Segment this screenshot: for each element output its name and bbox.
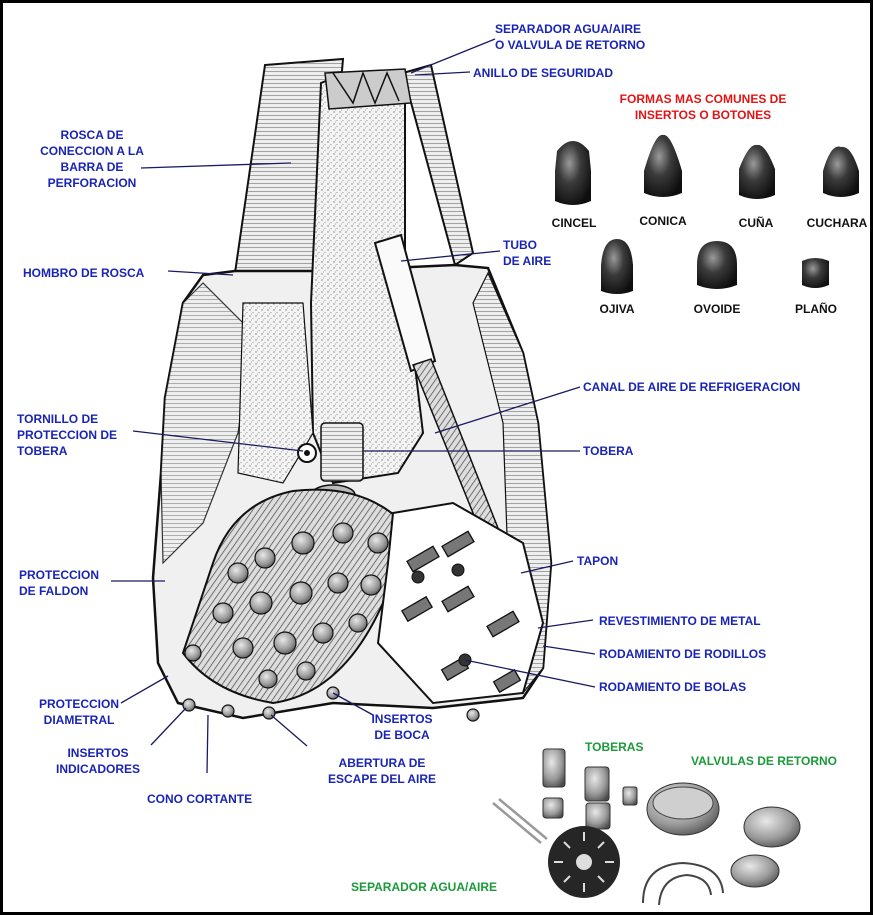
label-line: INDICADORES bbox=[43, 761, 153, 777]
diametral-label: PROTECCION DIAMETRAL bbox=[29, 696, 129, 728]
indicadores-label: INSERTOS INDICADORES bbox=[43, 745, 153, 777]
label-line: DE BOCA bbox=[357, 727, 447, 743]
label-line: PERFORACION bbox=[17, 175, 167, 191]
label-line: TUBO bbox=[503, 237, 551, 253]
tubo-label: TUBO DE AIRE bbox=[503, 237, 551, 269]
label-line: SEPARADOR AGUA/AIRE bbox=[495, 21, 645, 37]
separador-valvula-label: SEPARADOR AGUA/AIRE O VALVULA DE RETORNO bbox=[495, 21, 645, 53]
snap-rings bbox=[643, 863, 723, 905]
label-line: PROTECCION DE bbox=[17, 427, 117, 443]
revestimiento-label: REVESTIMIENTO DE METAL bbox=[599, 613, 761, 629]
boca-label: INSERTOS DE BOCA bbox=[357, 711, 447, 743]
tobera-label: TOBERA bbox=[583, 443, 633, 459]
rodillos-label: RODAMIENTO DE RODILLOS bbox=[599, 646, 766, 662]
valvulas-label: VALVULAS DE RETORNO bbox=[691, 753, 837, 769]
cono-label: CONO CORTANTE bbox=[147, 791, 252, 807]
insert-shape-label: CINCEL bbox=[541, 215, 607, 231]
insert-shape-label: CUÑA bbox=[723, 215, 789, 231]
faldon-label: PROTECCION DE FALDON bbox=[19, 567, 99, 599]
separador-accessory-label: SEPARADOR AGUA/AIRE bbox=[351, 879, 497, 895]
label-line: CONECCION A LA bbox=[17, 143, 167, 159]
insert-shape-label: PLAÑO bbox=[787, 301, 845, 317]
separador-part bbox=[548, 826, 620, 898]
insert-shape-label: OVOIDE bbox=[683, 301, 751, 317]
tornillo-label: TORNILLO DE PROTECCION DE TOBERA bbox=[17, 411, 117, 459]
label-line: ESCAPE DEL AIRE bbox=[307, 771, 457, 787]
inserts-title: FORMAS MAS COMUNES DE INSERTOS O BOTONES bbox=[583, 91, 823, 123]
pins-parts bbox=[493, 799, 547, 843]
label-line: PROTECCION bbox=[29, 696, 129, 712]
tapon-label: TAPON bbox=[577, 553, 618, 569]
label-line: TOBERA bbox=[17, 443, 117, 459]
canal-label: CANAL DE AIRE DE REFRIGERACION bbox=[583, 379, 800, 395]
label-line: TORNILLO DE bbox=[17, 411, 117, 427]
label-line: DE FALDON bbox=[19, 583, 99, 599]
anillo-label: ANILLO DE SEGURIDAD bbox=[473, 65, 613, 81]
valvulas-parts bbox=[647, 783, 800, 887]
label-line: DE AIRE bbox=[503, 253, 551, 269]
escape-label: ABERTURA DE ESCAPE DEL AIRE bbox=[307, 755, 457, 787]
insert-shape-label: CUCHARA bbox=[799, 215, 873, 231]
label-line: INSERTOS bbox=[43, 745, 153, 761]
rosca-label: ROSCA DE CONECCION A LA BARRA DE PERFORA… bbox=[17, 127, 167, 191]
label-line: ROSCA DE bbox=[17, 127, 167, 143]
label-line: DIAMETRAL bbox=[29, 712, 129, 728]
label-line: O VALVULA DE RETORNO bbox=[495, 37, 645, 53]
label-line: INSERTOS bbox=[357, 711, 447, 727]
label-line: PROTECCION bbox=[19, 567, 99, 583]
label-line: FORMAS MAS COMUNES DE bbox=[583, 91, 823, 107]
hombro-label: HOMBRO DE ROSCA bbox=[23, 265, 144, 281]
toberas-label: TOBERAS bbox=[585, 739, 643, 755]
label-line: BARRA DE bbox=[17, 159, 167, 175]
label-line: ABERTURA DE bbox=[307, 755, 457, 771]
insert-shape-label: CONICA bbox=[629, 213, 697, 229]
toberas-parts bbox=[543, 749, 637, 829]
label-line: INSERTOS O BOTONES bbox=[583, 107, 823, 123]
insert-shape-label: OJIVA bbox=[587, 301, 647, 317]
bolas-label: RODAMIENTO DE BOLAS bbox=[599, 679, 746, 695]
